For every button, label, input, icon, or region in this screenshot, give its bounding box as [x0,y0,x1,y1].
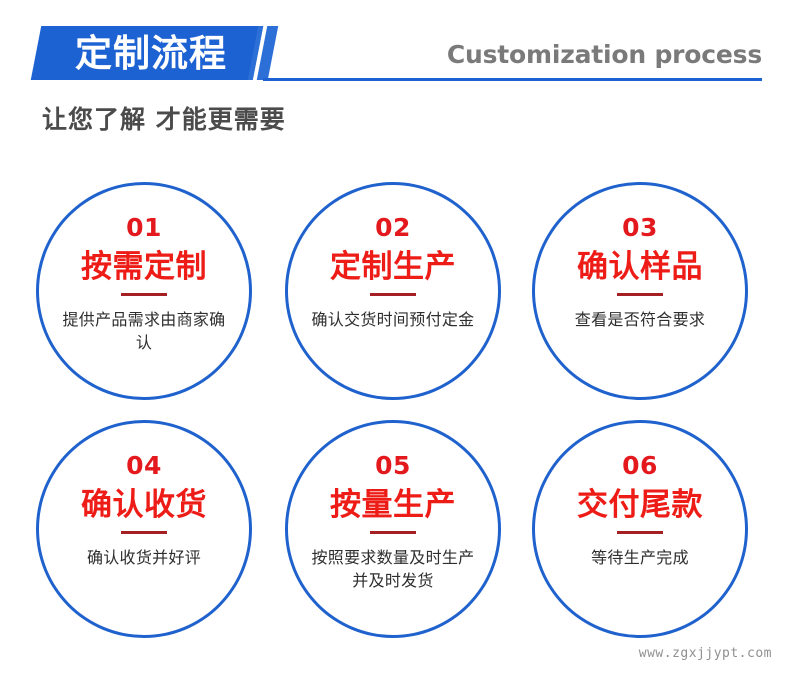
step-circle-06: 06 交付尾款 等待生产完成 [532,420,748,638]
step-title: 按量生产 [330,487,456,523]
step-description: 确认收货并好评 [86,547,202,567]
step-divider [121,530,167,534]
step-title: 定制生产 [330,249,456,285]
step-divider [370,292,416,296]
step-description: 等待生产完成 [591,547,689,567]
circle-outline-icon [285,420,501,638]
step-circle-01: 01 按需定制 提供产品需求由商家确认 [36,182,252,400]
page-header: 定制流程 Customization process 让您了解 才能更需要 [0,0,790,134]
circle-outline-icon [532,420,748,638]
site-watermark: www.zgxjjypt.com [638,646,772,661]
step-number: 02 [375,213,411,242]
step-description: 按照要求数量及时生产并及时发货 [311,547,475,590]
header-underline [263,78,762,81]
step-description: 查看是否符合要求 [574,309,706,329]
page-subtitle: 让您了解 才能更需要 [42,105,286,134]
step-number: 06 [622,451,658,480]
step-description: 提供产品需求由商家确认 [62,309,226,352]
step-divider [617,292,663,296]
step-number: 05 [375,451,411,480]
circle-outline-icon [532,182,748,400]
step-divider [121,292,167,296]
step-title: 按需定制 [81,249,207,285]
step-circle-03: 03 确认样品 查看是否符合要求 [532,182,748,400]
step-divider [370,530,416,534]
step-title: 确认样品 [577,249,703,285]
step-divider [617,530,663,534]
step-number: 03 [622,213,658,242]
page-title-english: Customization process [446,40,762,69]
step-circle-04: 04 确认收货 确认收货并好评 [36,420,252,638]
step-title: 交付尾款 [577,487,703,523]
step-circle-02: 02 定制生产 确认交货时间预付定金 [285,182,501,400]
circle-outline-icon [285,182,501,400]
step-number: 04 [126,451,162,480]
step-number: 01 [126,213,162,242]
step-circle-05: 05 按量生产 按照要求数量及时生产并及时发货 [285,420,501,638]
step-title: 确认收货 [81,487,207,523]
circle-outline-icon [36,182,252,400]
circle-outline-icon [36,420,252,638]
steps-grid: 01 按需定制 提供产品需求由商家确认 02 定制生产 确认交货时间预付定金 0… [0,165,790,655]
step-description: 确认交货时间预付定金 [311,309,475,329]
page-title: 定制流程 [75,31,227,75]
